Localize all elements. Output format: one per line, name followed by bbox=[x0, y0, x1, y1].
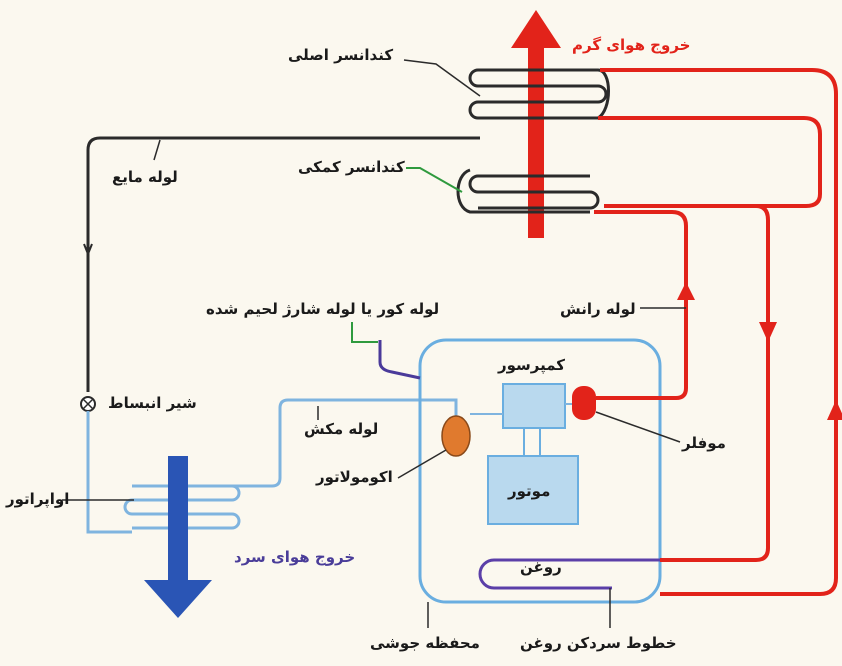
discharge-flow-arrow bbox=[677, 282, 695, 300]
motor-block bbox=[487, 455, 579, 525]
muffler-body bbox=[572, 386, 596, 420]
oil-cooler-flow-arrow bbox=[759, 322, 777, 342]
oil-cooler-red-line bbox=[604, 204, 770, 562]
evaporator-label: اواپراتور bbox=[6, 490, 70, 508]
charge-tube bbox=[378, 340, 421, 380]
muffler-leader bbox=[595, 411, 681, 443]
liquid-line-flow-arrow bbox=[83, 243, 93, 257]
aux-condenser-coil bbox=[456, 168, 600, 214]
expansion-valve-label: شیر انبساط bbox=[108, 394, 197, 412]
oil-cooler-lines-label: خطوط سردکن روغن bbox=[520, 634, 677, 652]
discharge-line bbox=[594, 210, 688, 400]
accumulator-body bbox=[441, 415, 471, 457]
cold-air-out-label: خروج هوای سرد bbox=[234, 548, 356, 566]
capillary-line bbox=[86, 411, 132, 534]
liquid-line bbox=[86, 136, 480, 392]
charge-tube-leader bbox=[351, 322, 378, 343]
oil-cooler-loop bbox=[478, 558, 660, 590]
evaporator-coil bbox=[123, 484, 241, 530]
hermetic-housing-label: محفظه جوشی bbox=[370, 634, 480, 652]
condenser-link-line bbox=[598, 116, 822, 208]
discharge-line-label: لوله رانش bbox=[560, 300, 636, 318]
compressor-label: کمپرسور bbox=[498, 356, 566, 374]
motor-label: موتور bbox=[508, 482, 551, 500]
oil-label: روغن bbox=[520, 558, 562, 576]
main-condenser-leader bbox=[403, 59, 481, 97]
condenser-return-line bbox=[600, 68, 838, 596]
accumulator-label: اکومولاتور bbox=[316, 468, 393, 486]
suction-line bbox=[232, 398, 458, 488]
compressor-block bbox=[502, 383, 566, 429]
hermetic-housing bbox=[418, 338, 662, 604]
liquid-line-leader bbox=[153, 139, 161, 161]
return-flow-arrow bbox=[827, 400, 842, 420]
warm-air-arrow bbox=[511, 10, 561, 238]
expansion-valve-symbol bbox=[80, 396, 96, 412]
suction-line-label: لوله مکش bbox=[304, 420, 379, 438]
charge-tube-label: لوله کور یا لوله شارژ لحیم شده bbox=[206, 300, 440, 318]
aux-condenser-label: کندانسر کمکی bbox=[298, 158, 405, 176]
accumulator-leader bbox=[397, 449, 447, 479]
liquid-line-label: لوله مایع bbox=[112, 168, 178, 186]
cold-air-arrow bbox=[144, 456, 212, 618]
aux-condenser-leader bbox=[406, 167, 463, 193]
main-condenser-label: کندانسر اصلی bbox=[288, 46, 394, 64]
compressor-shaft bbox=[523, 428, 541, 456]
warm-air-out-label: خروج هوای گرم bbox=[572, 36, 691, 54]
muffler-label: موفلر bbox=[682, 434, 726, 452]
